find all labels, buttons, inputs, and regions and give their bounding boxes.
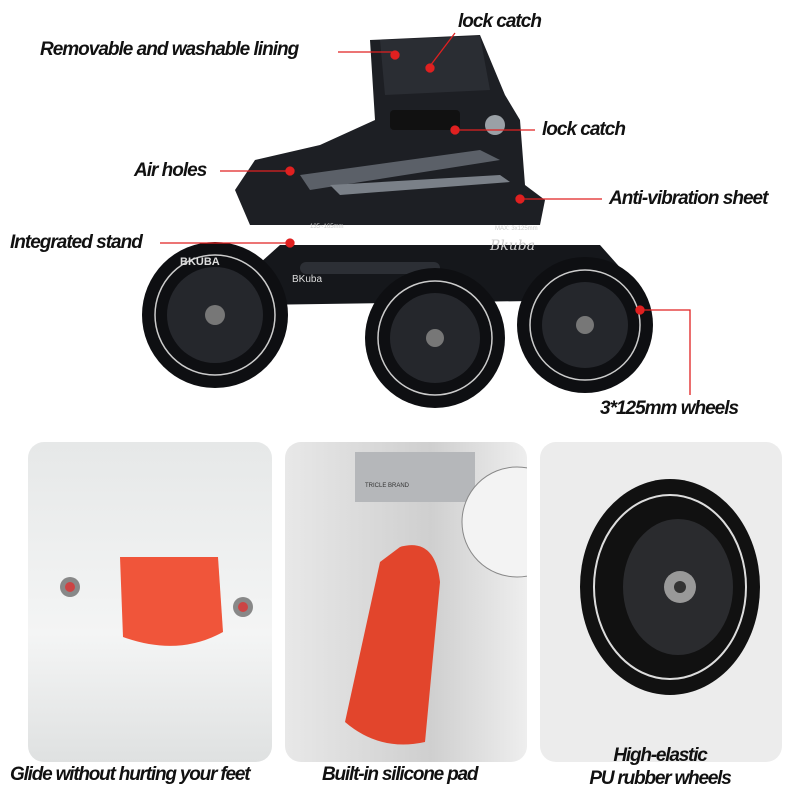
callout-lock-catch-top: lock catch xyxy=(458,11,542,32)
caption-wheels-line1: High-elastic xyxy=(613,745,707,766)
caption-glide: Glide without hurting your feet xyxy=(10,764,251,785)
frame-brand: BKuba xyxy=(292,274,322,285)
panel-lining-photo xyxy=(28,442,272,762)
caption-wheels-line2: PU rubber wheels xyxy=(589,768,731,789)
callout-lock-catch-mid: lock catch xyxy=(542,119,626,140)
wheel-brand: BKUBA xyxy=(180,256,220,268)
caption-silicone-pad: Built-in silicone pad xyxy=(322,764,479,785)
panel-wheel-photo xyxy=(540,442,782,762)
callout-stand: Integrated stand xyxy=(10,232,143,253)
skate-illustration: BKuba Bkuba 135~165mm MAX: 3x125mm BKUBA xyxy=(142,32,691,408)
caliper-illustration: TRICLE BRAND xyxy=(345,452,527,745)
ruler-text: TRICLE BRAND xyxy=(365,483,410,489)
frame-script-brand: Bkuba xyxy=(489,238,535,254)
caption-wheels: High-elastic PU rubber wheels xyxy=(560,744,760,790)
frame-max-text: MAX: 3x125mm xyxy=(495,226,538,232)
callout-anti-vibration: Anti-vibration sheet xyxy=(609,188,768,209)
skate-boot xyxy=(235,35,545,225)
callout-air-holes: Air holes xyxy=(134,160,207,181)
wheels: BKUBA xyxy=(142,242,653,408)
leader-lines xyxy=(160,32,691,395)
wheel-illustration xyxy=(580,479,760,695)
panel-pad-photo: TRICLE BRAND xyxy=(285,442,527,762)
callout-lining: Removable and washable lining xyxy=(40,39,299,60)
callout-wheels: 3*125mm wheels xyxy=(600,398,739,419)
frame-size-text: 135~165mm xyxy=(310,224,344,230)
lining-illustration xyxy=(60,557,253,646)
